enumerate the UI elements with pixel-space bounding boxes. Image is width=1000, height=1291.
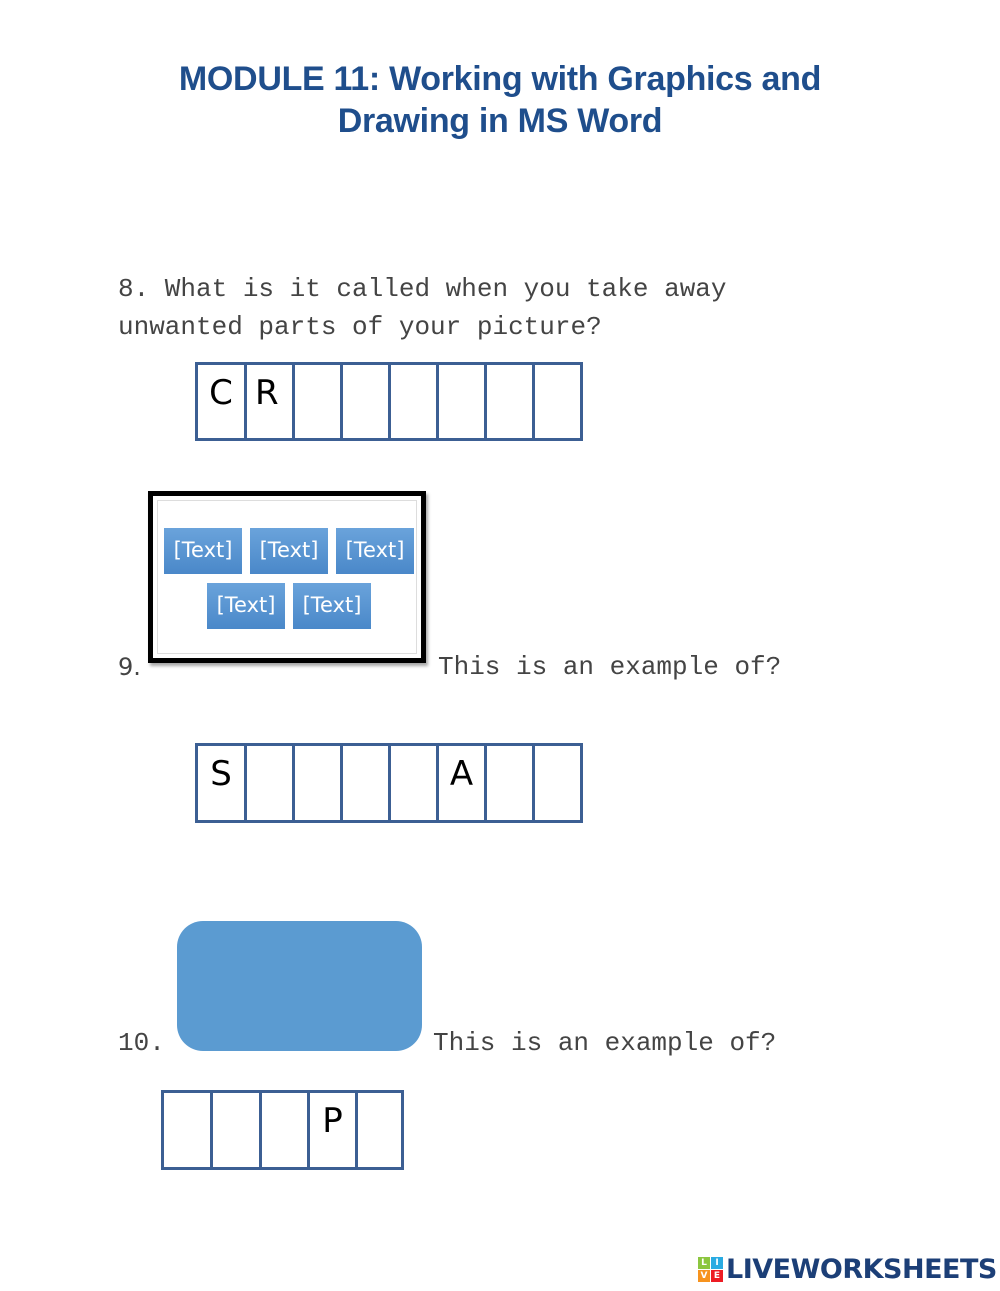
question-8-line-2: unwanted parts of your picture? xyxy=(118,312,602,342)
liveworksheets-logo: L I V E LIVEWORKSHEETS xyxy=(698,1254,997,1285)
question-8-line-1: 8. What is it called when you take away xyxy=(118,274,727,304)
answer-cell[interactable] xyxy=(247,746,295,820)
answer-cell[interactable] xyxy=(295,746,343,820)
answer-cell[interactable]: A xyxy=(439,746,487,820)
answer-boxes-q9: S A xyxy=(195,743,583,823)
answer-cell[interactable] xyxy=(487,746,535,820)
question-9-text: This is an example of? xyxy=(438,652,782,682)
logo-icon: L I V E xyxy=(698,1257,723,1282)
smartart-box: [Text] xyxy=(293,583,371,629)
smartart-box: [Text] xyxy=(207,583,285,629)
answer-cell[interactable] xyxy=(343,365,391,438)
answer-cell[interactable] xyxy=(262,1093,310,1167)
smartart-image: [Text] [Text] [Text] [Text] [Text] xyxy=(148,491,426,663)
answer-cell[interactable]: S xyxy=(198,746,247,820)
title-line-2: Drawing in MS Word xyxy=(337,102,663,140)
page-title: MODULE 11: Working with Graphics and Dra… xyxy=(0,58,1000,142)
answer-cell[interactable]: C xyxy=(198,365,247,438)
answer-cell[interactable] xyxy=(535,746,580,820)
question-10-text: This is an example of? xyxy=(433,1028,777,1058)
answer-cell[interactable] xyxy=(535,365,580,438)
answer-cell[interactable] xyxy=(391,365,439,438)
rounded-rectangle-shape xyxy=(177,921,422,1051)
question-9-number: 9. xyxy=(118,653,141,681)
answer-cell[interactable] xyxy=(164,1093,213,1167)
smartart-box: [Text] xyxy=(164,528,242,574)
smartart-box: [Text] xyxy=(250,528,328,574)
answer-cell[interactable] xyxy=(439,365,487,438)
logo-text: LIVEWORKSHEETS xyxy=(726,1254,997,1285)
title-line-1: MODULE 11: Working with Graphics and xyxy=(178,60,822,98)
answer-cell[interactable] xyxy=(295,365,343,438)
answer-boxes-q8: C R xyxy=(195,362,583,441)
answer-cell[interactable]: R xyxy=(247,365,295,438)
answer-cell[interactable] xyxy=(343,746,391,820)
answer-cell[interactable] xyxy=(358,1093,401,1167)
answer-cell[interactable]: P xyxy=(310,1093,358,1167)
answer-cell[interactable] xyxy=(487,365,535,438)
answer-boxes-q10: P xyxy=(161,1090,404,1170)
smartart-box: [Text] xyxy=(336,528,414,574)
answer-cell[interactable] xyxy=(213,1093,262,1167)
question-10-number: 10. xyxy=(118,1028,165,1058)
answer-cell[interactable] xyxy=(391,746,439,820)
